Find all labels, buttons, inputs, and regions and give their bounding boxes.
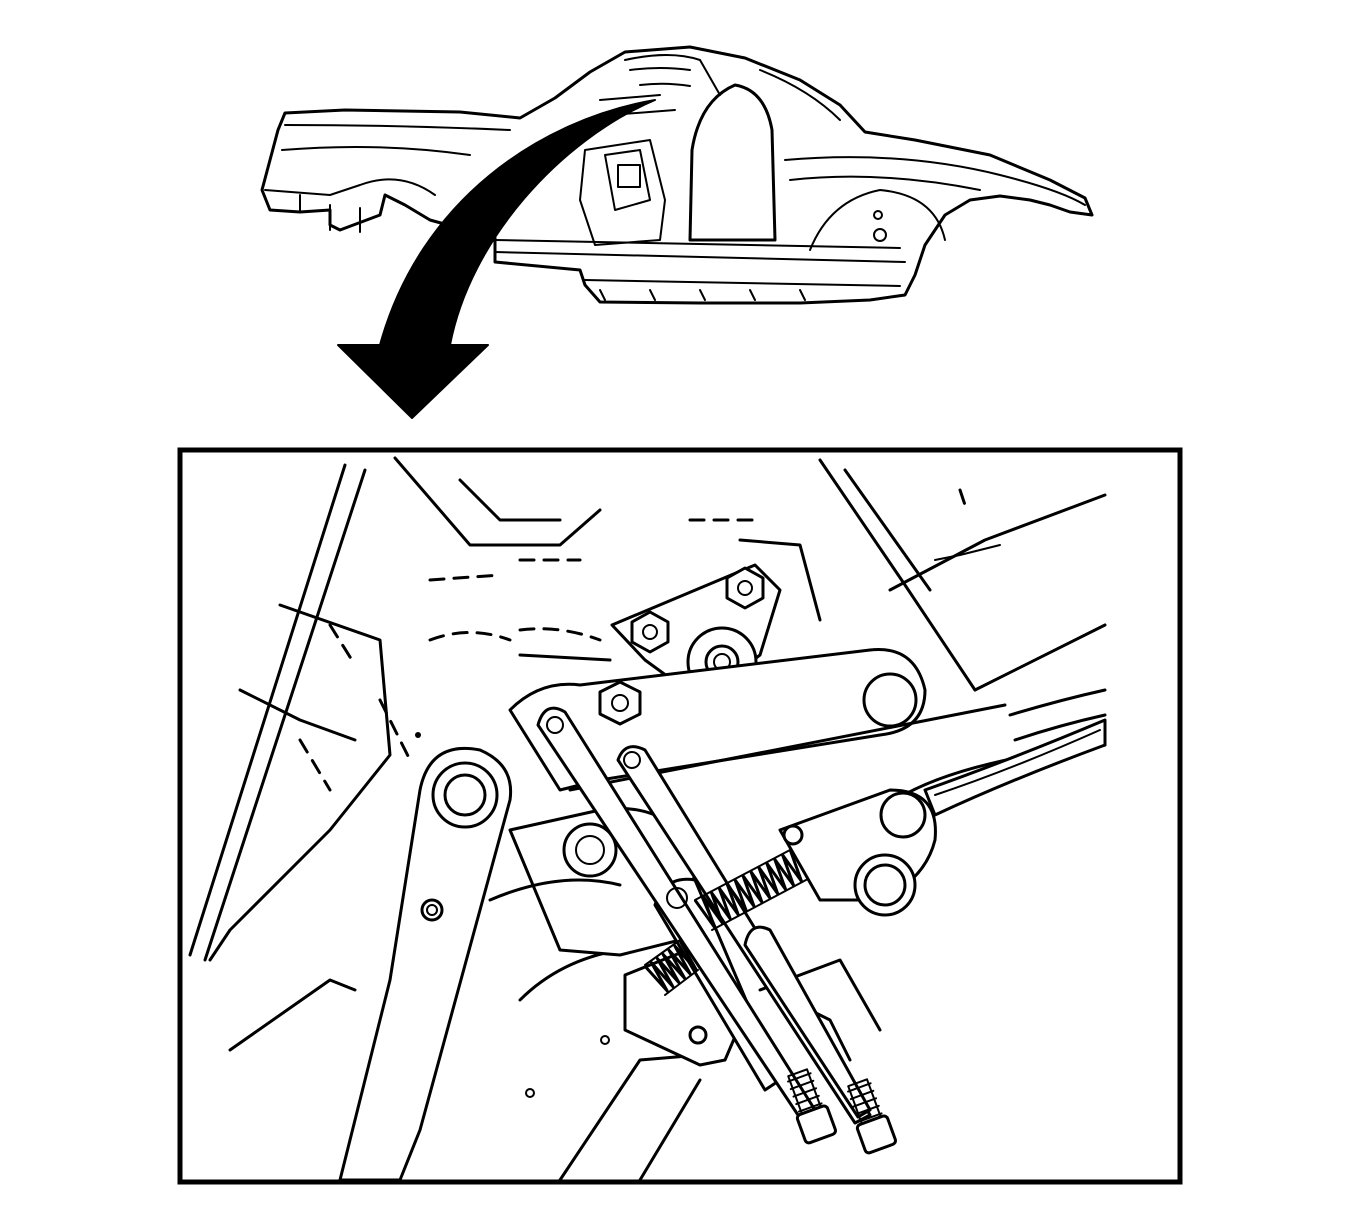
bolt-icon	[847, 1078, 897, 1155]
detail-frame-border	[177, 447, 1183, 1185]
upper-hinge-arm	[508, 648, 1007, 792]
curved-arrow-icon	[337, 99, 656, 419]
hex-nut-icon	[725, 566, 765, 610]
hex-nut-icon	[598, 680, 642, 726]
bolt-icon	[787, 1068, 837, 1145]
coil-spring-icon	[694, 849, 807, 931]
spring-coil-winding	[644, 940, 698, 993]
body-structure-lines	[188, 456, 1107, 1182]
left-link-arm	[338, 746, 513, 1182]
right-pivot-arm	[778, 718, 1107, 917]
coil-spring-icon	[644, 939, 699, 996]
spring-coil-winding	[694, 849, 803, 929]
spring-guide-links	[536, 706, 872, 1125]
vehicle-body-overview	[260, 45, 1094, 305]
vehicle-body-outline-icon	[260, 45, 1094, 305]
hex-nut-icon	[630, 610, 670, 654]
detail-view	[177, 447, 1183, 1185]
hidden-edge-lines	[298, 488, 967, 792]
